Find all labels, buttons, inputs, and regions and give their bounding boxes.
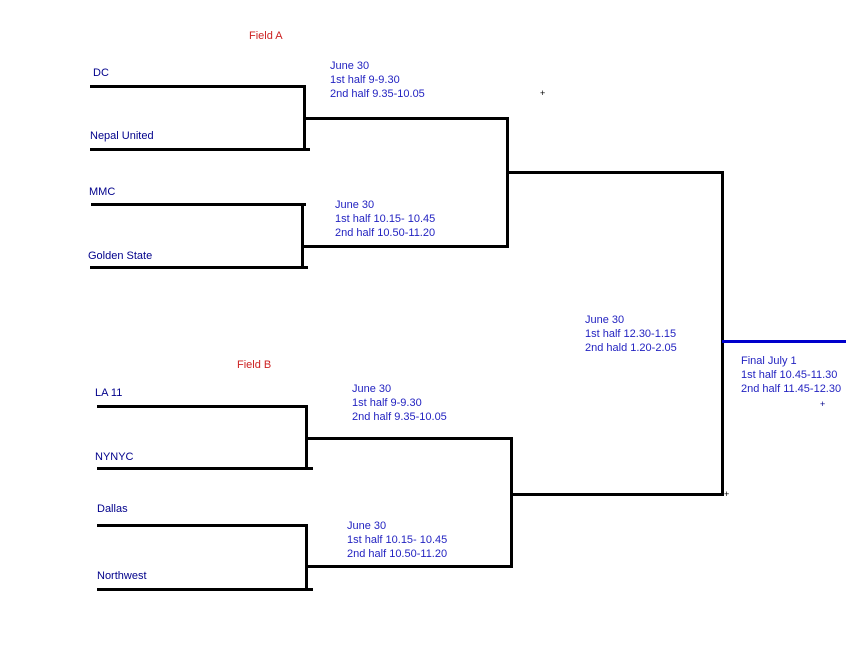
bracket-line-mmc bbox=[91, 203, 306, 206]
schedule-final: Final July 1 1st half 10.45-11.30 2nd ha… bbox=[741, 354, 841, 396]
schedule-first-half: 1st half 12.30-1.15 bbox=[585, 328, 677, 340]
schedule-date: June 30 bbox=[335, 199, 375, 211]
bracket-line-la-11 bbox=[97, 405, 308, 408]
bracket-connector-b-match2 bbox=[305, 524, 308, 591]
bracket-connector-semifinal-a bbox=[506, 117, 509, 248]
schedule-second-half: 2nd half 9.35-10.05 bbox=[330, 88, 425, 100]
schedule-second-half: 2nd hald 1.20-2.05 bbox=[585, 342, 677, 354]
bracket-connector-final bbox=[721, 171, 724, 496]
bracket-line-dallas bbox=[97, 524, 308, 527]
schedule-second-half: 2nd half 9.35-10.05 bbox=[352, 411, 447, 423]
schedule-second-half: 2nd half 10.50-11.20 bbox=[335, 227, 436, 239]
team-name-mmc: MMC bbox=[89, 186, 116, 198]
team-name-golden-state: Golden State bbox=[88, 250, 153, 262]
schedule-field-b-match2: June 30 1st half 10.15- 10.45 2nd half 1… bbox=[347, 519, 447, 561]
bracket-line-golden-state bbox=[90, 266, 308, 269]
schedule-field-a-match1: June 30 1st half 9-9.30 2nd half 9.35-10… bbox=[330, 59, 425, 101]
schedule-field-b-match1: June 30 1st half 9-9.30 2nd half 9.35-10… bbox=[352, 382, 447, 424]
stray-plus-mark-junction: + bbox=[724, 489, 730, 499]
schedule-first-half: 1st half 9-9.30 bbox=[330, 74, 400, 86]
team-name-dallas: Dallas bbox=[97, 503, 128, 515]
schedule-semifinal: June 30 1st half 12.30-1.15 2nd hald 1.2… bbox=[585, 313, 677, 355]
bracket-line-nynyc bbox=[97, 467, 313, 470]
schedule-first-half: 1st half 10.15- 10.45 bbox=[335, 213, 436, 225]
schedule-first-half: 1st half 10.15- 10.45 bbox=[347, 534, 448, 546]
schedule-date: June 30 bbox=[330, 60, 370, 72]
team-name-nepal-united: Nepal United bbox=[90, 130, 154, 142]
schedule-second-half: 2nd half 11.45-12.30 bbox=[741, 383, 842, 395]
bracket-winner-line-final bbox=[722, 340, 846, 343]
bracket-winner-line-semifinal-b bbox=[510, 493, 724, 496]
field-a-label: Field A bbox=[249, 30, 283, 42]
schedule-date: June 30 bbox=[347, 520, 387, 532]
team-name-la-11: LA 11 bbox=[95, 387, 123, 399]
stray-plus-mark-top: + bbox=[540, 88, 546, 98]
team-name-dc: DC bbox=[93, 67, 109, 79]
schedule-second-half: 2nd half 10.50-11.20 bbox=[347, 548, 448, 560]
bracket-line-dc bbox=[90, 85, 306, 88]
bracket-winner-line-semifinal-a bbox=[506, 171, 724, 174]
bracket-winner-line-a-match1 bbox=[303, 117, 509, 120]
schedule-first-half: 1st half 9-9.30 bbox=[352, 397, 422, 409]
schedule-date: Final July 1 bbox=[741, 355, 797, 367]
bracket-connector-semifinal-b bbox=[510, 437, 513, 568]
stray-plus-mark-final: + bbox=[820, 399, 826, 409]
bracket-winner-line-a-match2 bbox=[301, 245, 509, 248]
schedule-field-a-match2: June 30 1st half 10.15- 10.45 2nd half 1… bbox=[335, 198, 435, 240]
schedule-first-half: 1st half 10.45-11.30 bbox=[741, 369, 838, 381]
schedule-date: June 30 bbox=[585, 314, 625, 326]
bracket-line-northwest bbox=[97, 588, 313, 591]
schedule-date: June 30 bbox=[352, 383, 392, 395]
bracket-winner-line-b-match1 bbox=[305, 437, 513, 440]
field-b-label: Field B bbox=[237, 359, 272, 371]
bracket-connector-a-match2 bbox=[301, 203, 304, 269]
team-name-nynyc: NYNYC bbox=[95, 451, 134, 463]
bracket-line-nepal-united bbox=[90, 148, 310, 151]
team-name-northwest: Northwest bbox=[97, 570, 147, 582]
bracket-winner-line-b-match2 bbox=[305, 565, 513, 568]
